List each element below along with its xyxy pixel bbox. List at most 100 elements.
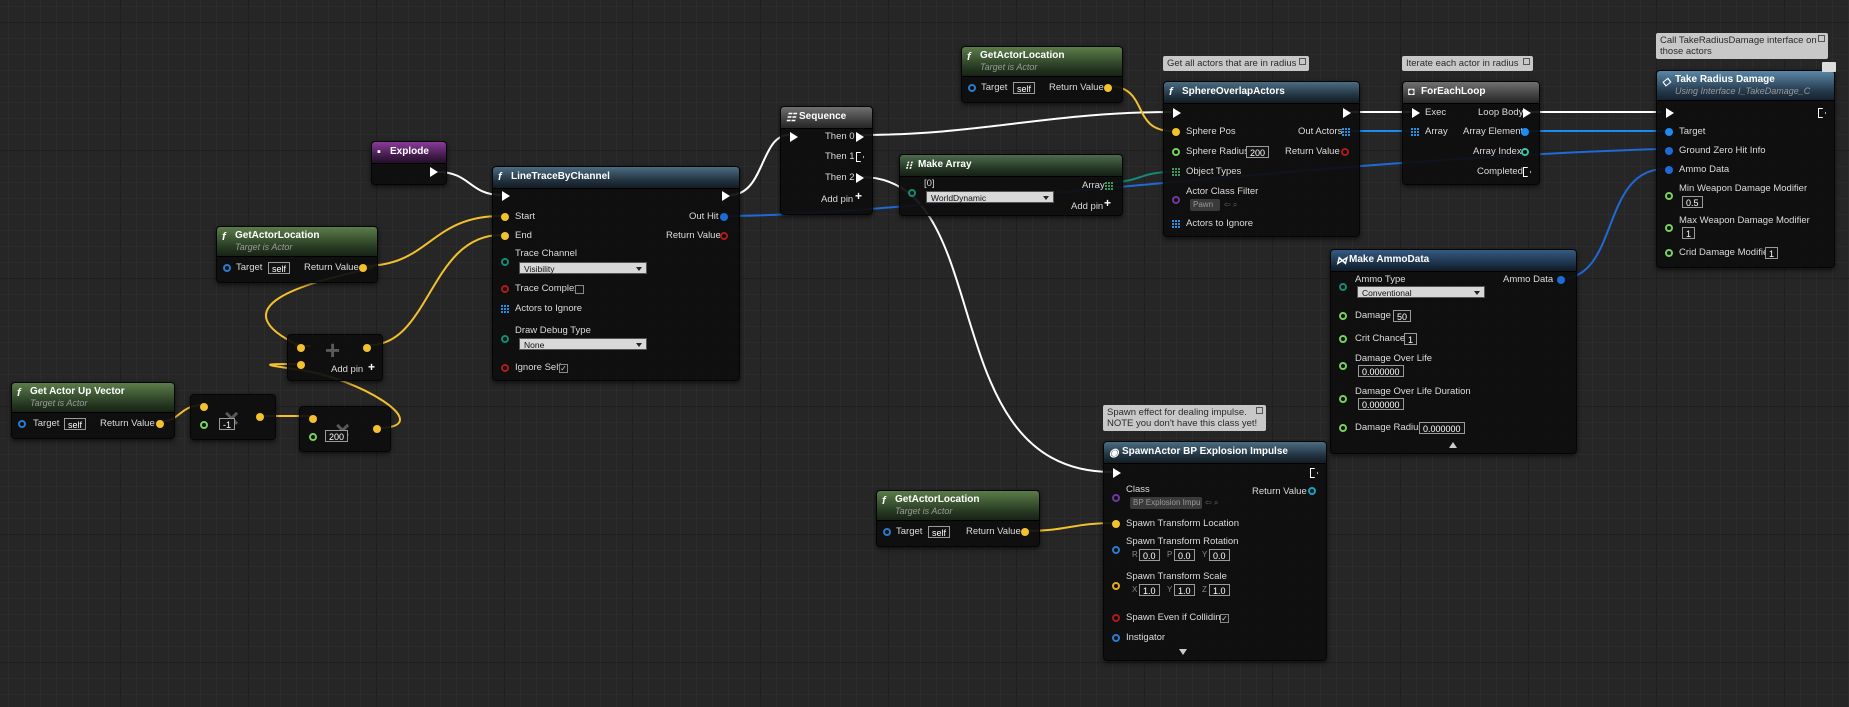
element-0-pin[interactable] <box>908 189 916 197</box>
damage-over-life-duration-pin[interactable] <box>1339 395 1347 403</box>
rotation-y-value[interactable]: 0.0 <box>1209 549 1230 561</box>
exec-in-pin[interactable] <box>1173 108 1181 118</box>
add-pin-icon[interactable]: + <box>855 189 863 203</box>
target-pin[interactable] <box>18 420 26 428</box>
trace-channel-dropdown[interactable]: Visibility <box>519 262 647 274</box>
spawn-even-if-colliding-pin[interactable] <box>1112 614 1120 622</box>
comment-foreach[interactable]: Iterate each actor in radius <box>1402 56 1533 71</box>
actors-to-ignore-pin[interactable] <box>1172 220 1180 228</box>
input-a-pin[interactable] <box>309 415 317 423</box>
ammo-data-pin[interactable] <box>1665 166 1673 174</box>
then-0-pin[interactable] <box>856 132 864 142</box>
ignore-self-pin[interactable] <box>501 364 509 372</box>
spawn-even-if-colliding-checkbox[interactable]: ✓ <box>1220 614 1229 623</box>
class-pin[interactable] <box>1112 494 1120 502</box>
spawn-actor-node[interactable]: ◉SpawnActor BP Explosion Impulse Class B… <box>1103 441 1327 661</box>
return-value-pin[interactable] <box>1021 528 1029 536</box>
trace-channel-pin[interactable] <box>501 258 509 266</box>
return-value-pin[interactable] <box>1104 84 1112 92</box>
draw-debug-type-pin[interactable] <box>501 335 509 343</box>
crit-chance-value[interactable]: 1 <box>1404 333 1418 345</box>
expand-arrow-icon[interactable] <box>1179 649 1187 655</box>
input-b-pin[interactable] <box>297 361 305 369</box>
explode-event-node[interactable]: ▪Explode <box>371 141 447 185</box>
add-pin-label[interactable]: Add pin <box>1071 201 1104 212</box>
comment-spawn[interactable]: Spawn effect for dealing impulse. NOTE y… <box>1103 405 1266 431</box>
comment-close-icon[interactable] <box>1299 58 1306 65</box>
make-ammo-data-node[interactable]: ⋈Make AmmoData Ammo Type Conventional Am… <box>1330 249 1577 454</box>
make-array-node[interactable]: ⁝⁝Make Array [0] WorldDynamic Array Add … <box>899 154 1123 216</box>
exec-out-pin[interactable] <box>722 191 730 201</box>
actor-class-filter-picker[interactable]: Pawn <box>1190 199 1220 211</box>
exec-in-pin[interactable] <box>1412 108 1420 118</box>
rotation-r-value[interactable]: 0.0 <box>1139 549 1160 561</box>
crit-chance-pin[interactable] <box>1339 335 1347 343</box>
input-a-pin[interactable] <box>200 403 208 411</box>
object-types-pin[interactable] <box>1172 168 1180 176</box>
damage-over-life-duration-value[interactable]: 0.000000 <box>1358 398 1404 410</box>
class-picker[interactable]: BP Explosion Impu <box>1130 497 1202 509</box>
trace-complex-checkbox[interactable] <box>575 285 584 294</box>
exec-in-pin[interactable] <box>1113 468 1121 478</box>
ammo-type-dropdown[interactable]: Conventional <box>1357 286 1485 298</box>
exec-in-pin[interactable] <box>1666 108 1674 118</box>
start-pin[interactable] <box>501 213 509 221</box>
exec-in-pin[interactable] <box>790 132 798 142</box>
multiplier-value[interactable]: 200 <box>325 430 349 442</box>
actor-class-filter-tools[interactable]: ⇦ ⌕ <box>1224 200 1238 209</box>
ammo-type-pin[interactable] <box>1339 283 1347 291</box>
crid-damage-modifier-pin[interactable] <box>1665 249 1673 257</box>
class-picker-tools[interactable]: ⇦ ⌕ <box>1205 498 1219 507</box>
array-element-pin[interactable] <box>1521 128 1529 136</box>
multiplier-value[interactable]: -1 <box>219 418 236 430</box>
input-a-pin[interactable] <box>297 344 305 352</box>
target-self-value[interactable]: self <box>268 262 291 274</box>
scale-x-value[interactable]: 1.0 <box>1139 584 1160 596</box>
output-pin[interactable] <box>363 344 371 352</box>
ignore-self-checkbox[interactable]: ✓ <box>559 364 568 373</box>
array-pin[interactable] <box>1411 128 1419 136</box>
add-pin-icon[interactable]: + <box>368 360 376 374</box>
multiply-node-2[interactable]: × 200 <box>299 406 391 452</box>
damage-radius-value[interactable]: 0.000000 <box>1419 422 1465 434</box>
add-pin-label[interactable]: Add pin <box>331 364 364 375</box>
target-self-value[interactable]: self <box>64 418 87 430</box>
output-pin[interactable] <box>373 425 381 433</box>
then-2-pin[interactable] <box>856 173 864 183</box>
damage-radius-pin[interactable] <box>1339 424 1347 432</box>
comment-sphere[interactable]: Get all actors that are in radius <box>1163 56 1309 71</box>
target-self-value[interactable]: self <box>1013 82 1036 94</box>
exec-out-pin[interactable] <box>1818 108 1826 118</box>
actor-class-filter-pin[interactable] <box>1172 196 1180 204</box>
add-pin-icon[interactable]: + <box>1104 196 1112 210</box>
return-value-pin[interactable] <box>156 420 164 428</box>
crid-damage-modifier-value[interactable]: 1 <box>1765 247 1779 259</box>
completed-pin[interactable] <box>1523 167 1531 177</box>
out-hit-pin[interactable] <box>720 213 728 221</box>
return-value-pin[interactable] <box>720 232 728 240</box>
exec-out-pin[interactable] <box>430 167 438 177</box>
envelope-icon[interactable] <box>1822 62 1836 72</box>
collapse-arrow-icon[interactable] <box>1449 442 1457 448</box>
sphere-radius-pin[interactable] <box>1172 148 1180 156</box>
ground-zero-hit-info-pin[interactable] <box>1665 147 1673 155</box>
sphere-pos-pin[interactable] <box>1172 128 1180 136</box>
element-0-dropdown[interactable]: WorldDynamic <box>926 191 1054 203</box>
add-pin-label[interactable]: Add pin <box>821 194 854 205</box>
max-weapon-damage-modifier-pin[interactable] <box>1665 224 1673 232</box>
for-each-loop-node[interactable]: ◘ForEachLoop Exec Loop Body Array Array … <box>1402 81 1540 185</box>
array-index-pin[interactable] <box>1521 148 1529 156</box>
add-vector-node[interactable]: + Add pin + <box>287 334 383 381</box>
exec-out-pin[interactable] <box>1310 468 1318 478</box>
instigator-pin[interactable] <box>1112 634 1120 642</box>
target-pin[interactable] <box>1665 128 1673 136</box>
spawn-transform-scale-pin[interactable] <box>1112 582 1120 590</box>
output-pin[interactable] <box>256 413 264 421</box>
scale-z-value[interactable]: 1.0 <box>1209 584 1230 596</box>
